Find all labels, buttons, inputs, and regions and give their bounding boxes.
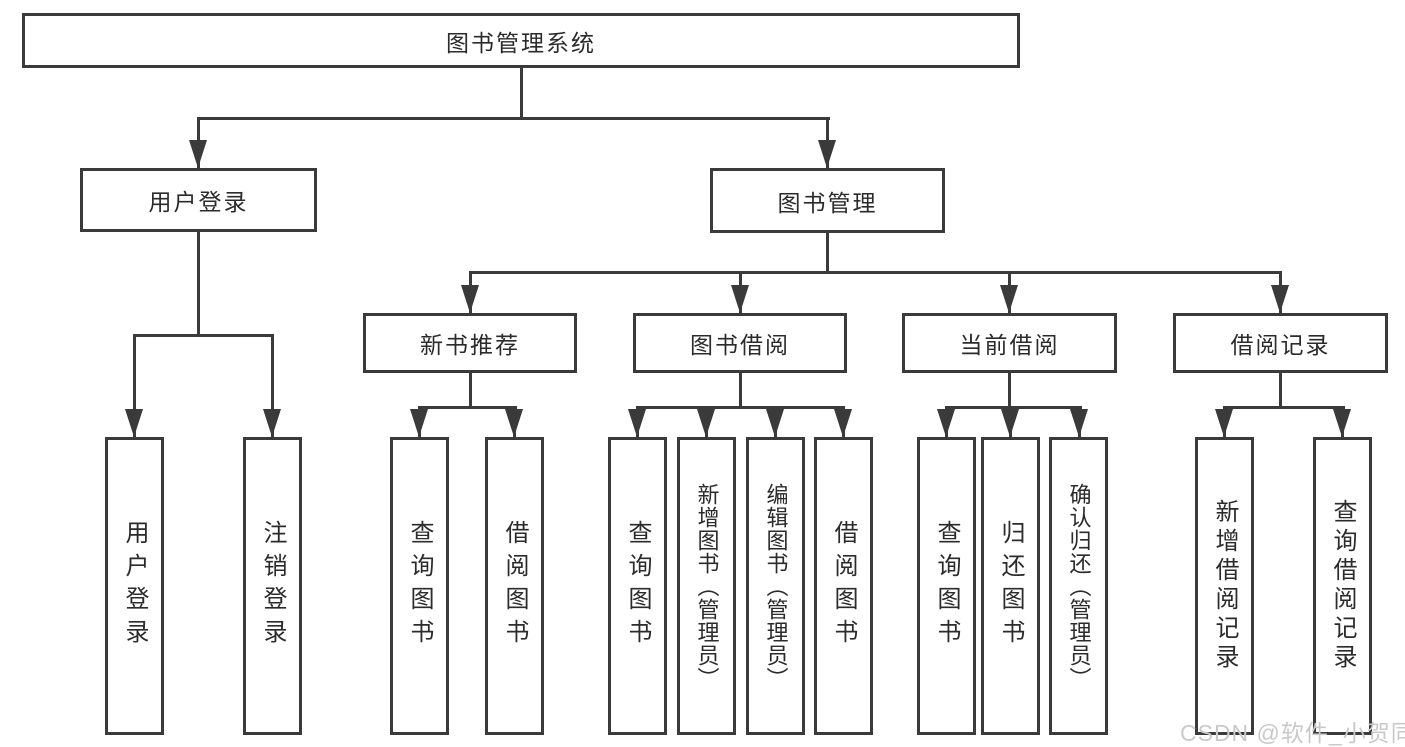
leaf-return-books: 归还图书 — [981, 437, 1040, 735]
leaf-query-books-current: 查询图书 — [917, 437, 976, 735]
leaf-edit-book-admin-label: 编辑图书（管理员） — [763, 482, 789, 690]
arrow-down-icon — [1271, 285, 1289, 313]
leaf-confirm-return-admin-label: 确认归还（管理员） — [1066, 482, 1092, 690]
connector-line — [133, 334, 136, 437]
arrow-down-icon — [1215, 409, 1233, 437]
node-new-book-recommendation: 新书推荐 — [363, 313, 577, 373]
connector-line — [826, 233, 829, 274]
node-book-management-label: 图书管理 — [777, 189, 878, 216]
leaf-add-book-admin-label: 新增图书（管理员） — [694, 482, 720, 690]
connector-line — [197, 232, 200, 336]
node-book-management: 图书管理 — [710, 168, 945, 233]
leaf-logout-label: 注销登录 — [259, 520, 286, 652]
leaf-borrow-books-borrowing-label: 借阅图书 — [830, 520, 857, 652]
arrow-down-icon — [189, 140, 207, 168]
arrow-down-icon — [731, 285, 749, 313]
leaf-query-books-current-label: 查询图书 — [933, 520, 960, 652]
arrow-down-icon — [461, 285, 479, 313]
node-new-book-recommendation-label: 新书推荐 — [420, 332, 520, 358]
node-borrowing-records: 借阅记录 — [1173, 313, 1388, 373]
leaf-confirm-return-admin: 确认归还（管理员） — [1049, 437, 1108, 735]
arrow-down-icon — [1333, 409, 1351, 437]
leaf-return-books-label: 归还图书 — [997, 520, 1024, 652]
arrow-down-icon — [263, 409, 281, 437]
connector-line — [1008, 373, 1011, 408]
leaf-user-login-label: 用户登录 — [121, 520, 148, 652]
node-root-label: 图书管理系统 — [446, 29, 596, 56]
node-book-borrowing-label: 图书借阅 — [690, 332, 790, 358]
connector-line — [418, 406, 517, 409]
connector-line — [739, 373, 742, 408]
leaf-user-login: 用户登录 — [105, 437, 164, 735]
arrow-down-icon — [697, 409, 715, 437]
leaf-query-books-borrowing: 查询图书 — [608, 437, 667, 735]
leaf-query-borrow-record: 查询借阅记录 — [1313, 437, 1372, 735]
node-book-borrowing: 图书借阅 — [633, 313, 847, 373]
connector-line — [271, 334, 274, 437]
connector-line — [197, 117, 830, 120]
arrow-down-icon — [834, 409, 852, 437]
connector-line — [1279, 373, 1282, 408]
connector-line — [636, 406, 845, 409]
leaf-add-borrow-record-label: 新增借阅记录 — [1211, 499, 1238, 673]
arrow-down-icon — [1070, 409, 1088, 437]
node-user-login-label: 用户登录 — [148, 189, 249, 215]
arrow-down-icon — [125, 409, 143, 437]
connector-line — [1223, 406, 1345, 409]
connector-line — [520, 68, 523, 120]
arrow-down-icon — [818, 140, 836, 168]
arrow-down-icon — [1001, 409, 1019, 437]
arrow-down-icon — [937, 409, 955, 437]
leaf-query-borrow-record-label: 查询借阅记录 — [1329, 499, 1356, 673]
watermark: CSDN @软件_小贺同学 — [1180, 720, 1405, 746]
arrow-down-icon — [766, 409, 784, 437]
connector-line — [133, 334, 274, 337]
leaf-borrow-books-recommend-label: 借阅图书 — [501, 520, 528, 652]
connector-line — [945, 406, 1082, 409]
leaf-borrow-books-recommend: 借阅图书 — [485, 437, 544, 735]
node-current-borrowing-label: 当前借阅 — [959, 332, 1060, 358]
node-borrowing-records-label: 借阅记录 — [1230, 332, 1331, 358]
arrow-down-icon — [1000, 285, 1018, 313]
leaf-edit-book-admin: 编辑图书（管理员） — [746, 437, 805, 735]
leaf-logout: 注销登录 — [243, 437, 302, 735]
arrow-down-icon — [505, 409, 523, 437]
node-root: 图书管理系统 — [22, 13, 1020, 68]
leaf-query-books-recommend-label: 查询图书 — [406, 520, 433, 652]
node-current-borrowing: 当前借阅 — [902, 313, 1117, 373]
connector-line — [469, 271, 1282, 274]
node-user-login: 用户登录 — [80, 168, 317, 232]
arrow-down-icon — [628, 409, 646, 437]
leaf-query-books-borrowing-label: 查询图书 — [624, 520, 651, 652]
leaf-borrow-books-borrowing: 借阅图书 — [814, 437, 873, 735]
leaf-add-borrow-record: 新增借阅记录 — [1195, 437, 1254, 735]
leaf-add-book-admin: 新增图书（管理员） — [677, 437, 736, 735]
connector-line — [469, 373, 472, 408]
arrow-down-icon — [410, 409, 428, 437]
leaf-query-books-recommend: 查询图书 — [390, 437, 449, 735]
